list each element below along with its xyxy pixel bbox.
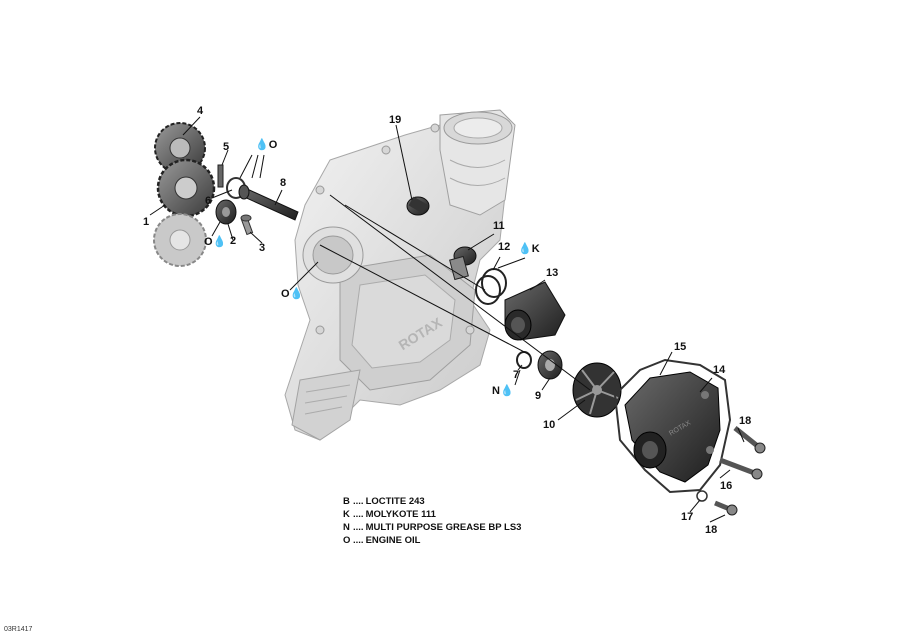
callout-8: 8 bbox=[280, 177, 287, 189]
callout-6: 6 bbox=[205, 195, 212, 207]
legend-row: O....ENGINE OIL bbox=[343, 535, 421, 546]
callout-11: 11 bbox=[493, 220, 505, 232]
callout-13: 13 bbox=[546, 267, 559, 279]
legend-row: N....MULTI PURPOSE GREASE BP LS3 bbox=[343, 522, 522, 533]
lube-symbol-n: N💧 bbox=[492, 385, 514, 397]
callout-4: 4 bbox=[197, 105, 204, 117]
callout-12: 12 bbox=[498, 241, 511, 253]
callout-17: 17 bbox=[681, 511, 694, 523]
gear-assembly bbox=[153, 122, 216, 267]
oil-drop-icon: 💧 bbox=[289, 288, 304, 300]
callout-18-lower: 18 bbox=[705, 524, 718, 536]
thermostat-part bbox=[406, 196, 430, 216]
bearing-part bbox=[537, 350, 563, 380]
bushing-part bbox=[215, 199, 237, 225]
hose-elbow-part bbox=[504, 281, 566, 341]
pump-housing-part: ROTAX bbox=[613, 358, 732, 494]
callout-1: 1 bbox=[143, 216, 150, 228]
screw-part bbox=[240, 214, 254, 236]
shaft-part bbox=[238, 184, 299, 221]
callout-16: 16 bbox=[720, 480, 733, 492]
lube-symbol-o-top: 💧O bbox=[255, 139, 278, 151]
lube-symbol-o-left: O💧 bbox=[204, 236, 227, 248]
callout-2: 2 bbox=[230, 235, 237, 247]
valve-part bbox=[449, 246, 477, 281]
reference-code: 03R1417 bbox=[4, 626, 33, 633]
oil-drop-icon: 💧 bbox=[518, 243, 532, 255]
engine-housing: ROTAX bbox=[284, 109, 516, 441]
callout-19: 19 bbox=[389, 114, 402, 126]
legend-row: K....MOLYKOTE 111 bbox=[343, 509, 436, 520]
callout-14: 14 bbox=[713, 364, 726, 376]
callout-10: 10 bbox=[543, 419, 556, 431]
callout-3: 3 bbox=[259, 242, 266, 254]
callout-15: 15 bbox=[674, 341, 687, 353]
lube-symbol-k: 💧K bbox=[518, 243, 540, 255]
callout-5: 5 bbox=[223, 141, 230, 153]
legend-row: B....LOCTITE 243 bbox=[343, 496, 425, 507]
pin-part bbox=[217, 164, 224, 188]
callout-18-upper: 18 bbox=[739, 415, 752, 427]
lube-symbol-o-mid: O💧 bbox=[281, 288, 304, 300]
impeller-part bbox=[572, 362, 622, 418]
oil-drop-icon: 💧 bbox=[499, 385, 514, 397]
lubricant-legend: B....LOCTITE 243 K....MOLYKOTE 111 N....… bbox=[343, 495, 521, 547]
leader-lines bbox=[149, 116, 745, 523]
o-ring-part bbox=[475, 268, 507, 305]
callout-9: 9 bbox=[535, 390, 542, 402]
oil-drop-icon: 💧 bbox=[212, 236, 227, 248]
oil-drop-icon: 💧 bbox=[255, 139, 269, 151]
callout-7: 7 bbox=[513, 369, 520, 381]
